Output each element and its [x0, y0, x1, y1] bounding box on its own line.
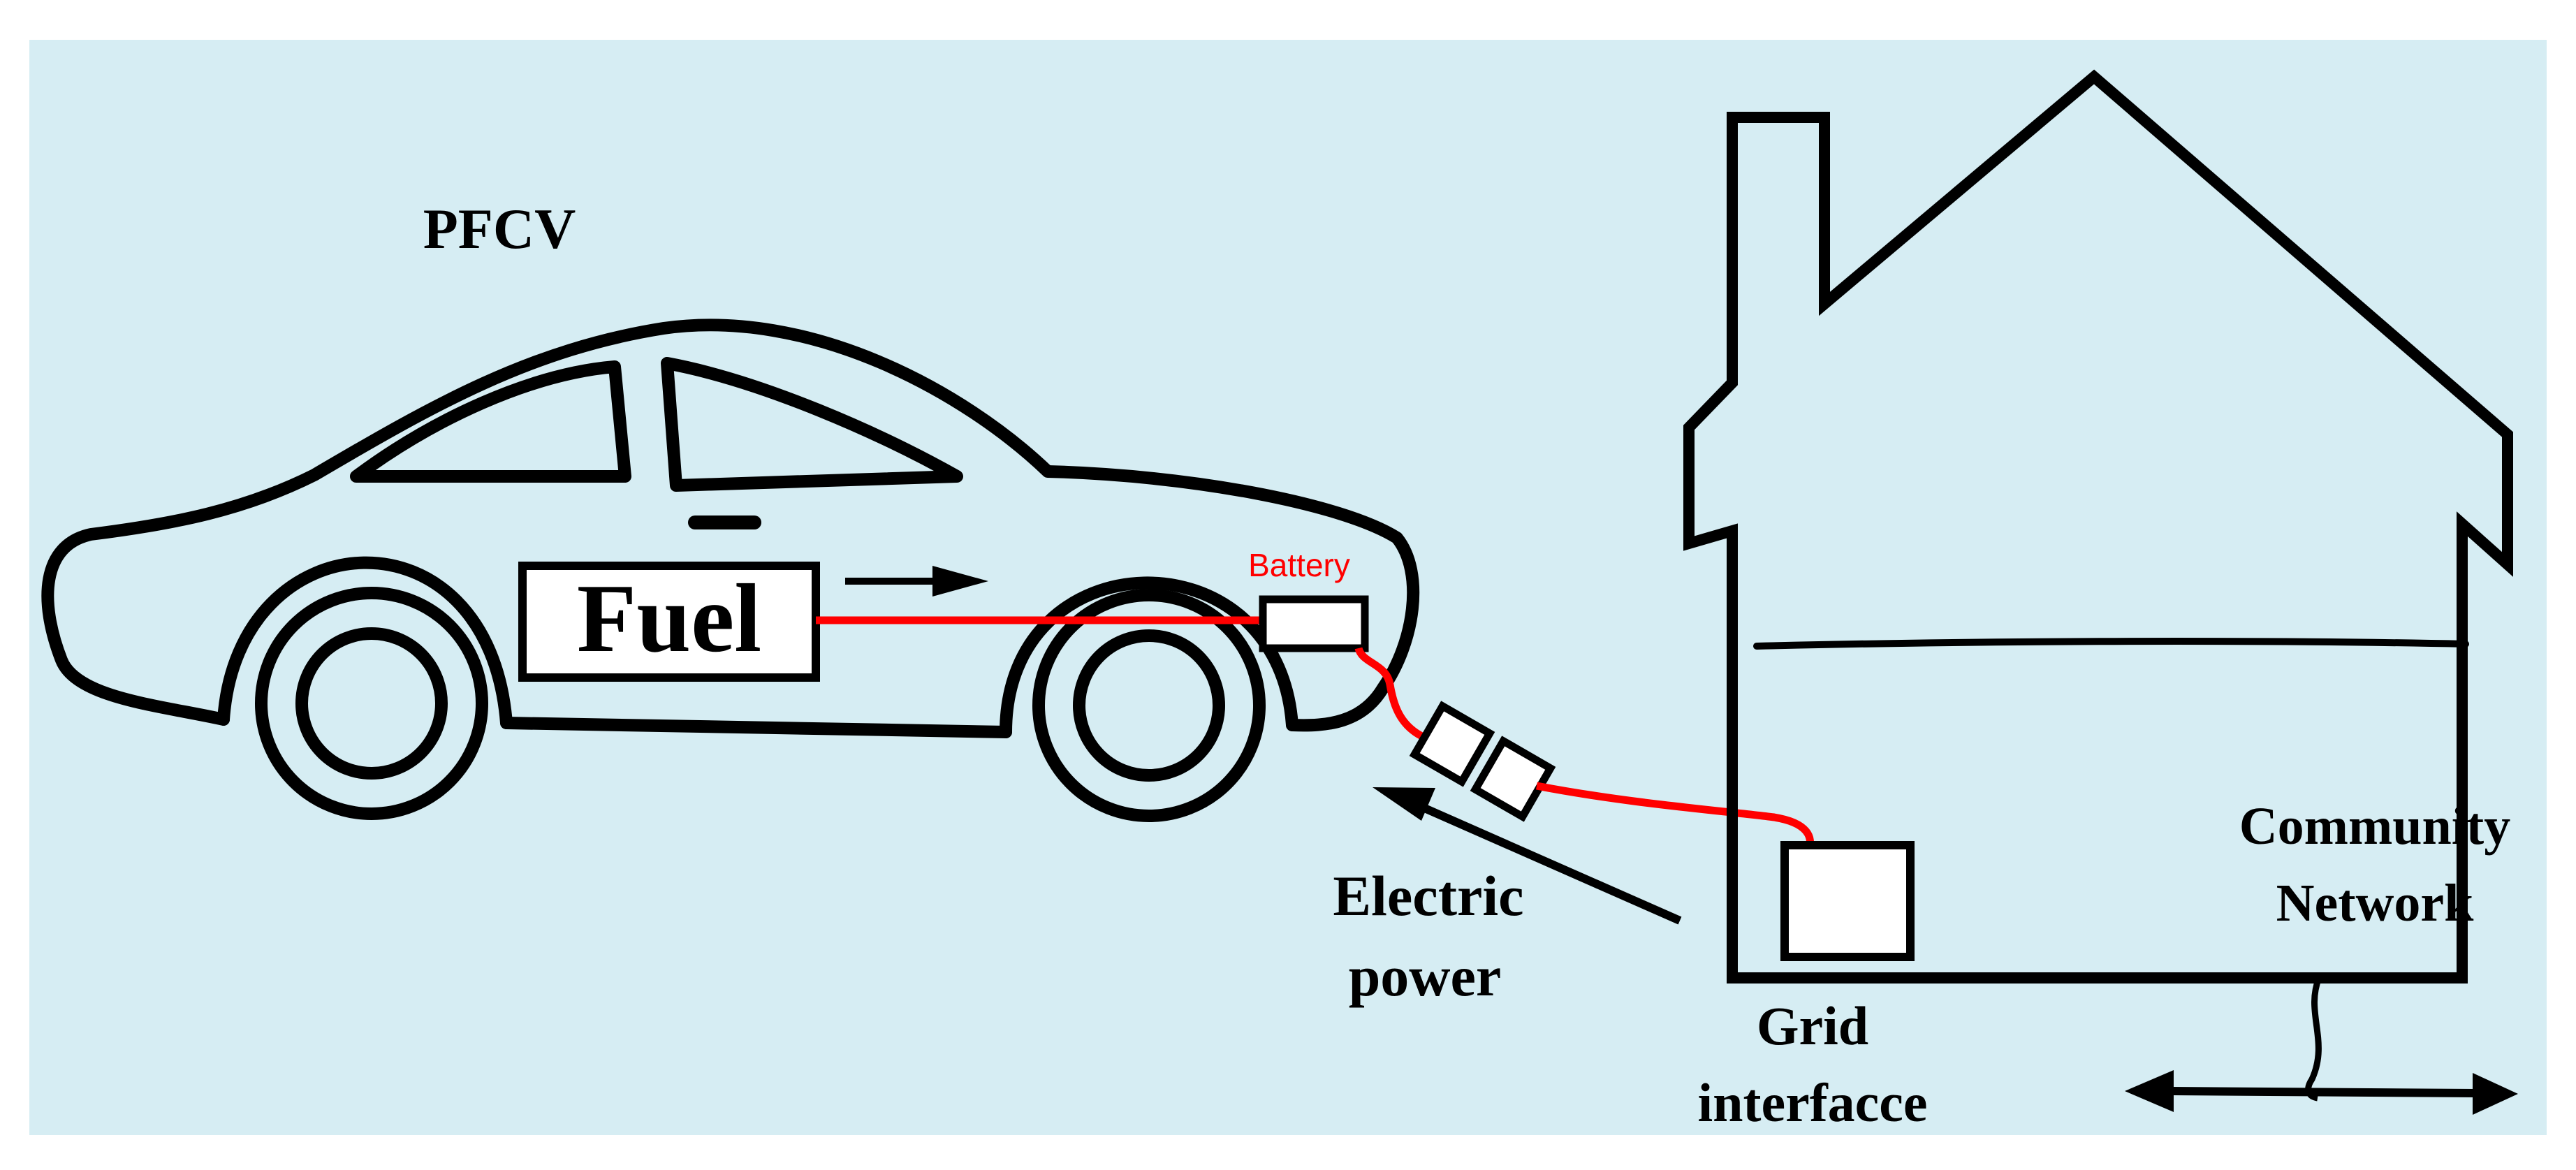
- car-rear-wheel-rim: [295, 627, 448, 780]
- battery-box: [1259, 595, 1369, 652]
- electric-power-arrow: [1373, 787, 1682, 925]
- car: [41, 319, 1420, 822]
- grid-label-line2: interfacce: [1697, 1072, 1927, 1133]
- connector-vehicle-side: [1409, 701, 1495, 787]
- electric-power-label-line2: power: [1349, 944, 1502, 1008]
- car-rear-arch: [217, 556, 513, 729]
- house-floor-line: [1753, 638, 2469, 650]
- car-rear-wheel-tire: [255, 587, 488, 820]
- community-double-arrow-shaft: [2172, 1087, 2477, 1097]
- car-front-wheel-rim: [1073, 629, 1225, 782]
- community-arrow-right-head: [2473, 1073, 2518, 1115]
- car-front-arch: [1000, 576, 1298, 738]
- fuel-label: Fuel: [577, 564, 761, 673]
- car-front-wheel-tire: [1032, 589, 1266, 822]
- house-outline: [1683, 69, 2513, 983]
- community-label-line2: Network: [2276, 874, 2475, 933]
- charging-connector: [1409, 701, 1556, 822]
- community-arrow-left-head: [2125, 1070, 2174, 1112]
- fuel-box: [518, 562, 820, 682]
- fuel-flow-arrow: [845, 566, 988, 597]
- car-sill-line: [500, 717, 1012, 738]
- community-network-connection: [2125, 977, 2518, 1115]
- diagram-background: [29, 40, 2547, 1135]
- house: [1683, 69, 2513, 983]
- plug-to-grid-wire: [1535, 782, 1815, 850]
- battery-label: Battery: [1248, 547, 1350, 583]
- grid-label-line1: Grid: [1757, 995, 1868, 1056]
- grid-interface-box: [1780, 841, 1915, 961]
- vehicle-label: PFCV: [423, 197, 576, 261]
- car-front-window: [661, 357, 963, 492]
- car-body-outline: [41, 319, 1420, 732]
- community-label-line1: Community: [2239, 797, 2510, 856]
- connector-grid-side: [1470, 736, 1556, 822]
- battery-to-plug-wire: [1354, 647, 1433, 745]
- electric-power-label-line1: Electric: [1333, 864, 1523, 928]
- car-rear-window: [350, 360, 631, 483]
